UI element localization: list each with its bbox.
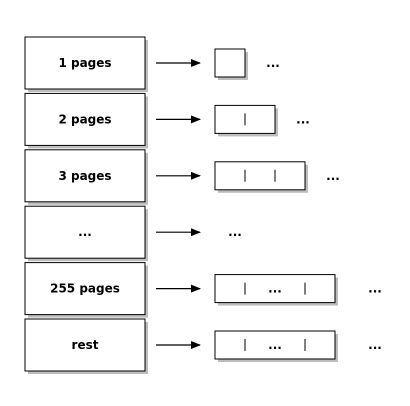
row-3: 3 pages...	[24, 149, 340, 205]
page-block	[214, 330, 336, 360]
page-block	[214, 274, 336, 304]
size-class-label: ...	[78, 225, 92, 239]
row-2: 2 pages...	[24, 92, 310, 149]
row-1: 1 pages...	[24, 36, 280, 92]
row-5: 255 pages......	[24, 262, 382, 318]
row-6: rest......	[24, 318, 382, 374]
size-class-box	[24, 318, 146, 372]
size-class-label: rest	[72, 338, 99, 352]
size-class-label: 2 pages	[58, 112, 111, 126]
page-inner-ellipsis: ...	[268, 282, 282, 296]
size-class-box	[24, 205, 146, 259]
size-class-label: 1 pages	[58, 56, 111, 70]
size-class-box	[24, 92, 146, 146]
size-class-box	[24, 36, 146, 90]
trailing-ellipsis: ...	[296, 112, 310, 126]
trailing-ellipsis: ...	[368, 282, 382, 296]
page-block	[214, 161, 306, 191]
trailing-ellipsis: ...	[266, 56, 280, 70]
row-4: ......	[24, 205, 242, 262]
trailing-ellipsis: ...	[368, 338, 382, 352]
page-inner-ellipsis: ...	[268, 338, 282, 352]
page-block	[214, 48, 246, 78]
size-class-label: 255 pages	[50, 282, 120, 296]
size-class-box	[24, 262, 146, 316]
size-class-label: 3 pages	[58, 169, 111, 183]
trailing-ellipsis: ...	[326, 169, 340, 183]
size-class-box	[24, 149, 146, 203]
trailing-ellipsis: ...	[228, 225, 242, 239]
